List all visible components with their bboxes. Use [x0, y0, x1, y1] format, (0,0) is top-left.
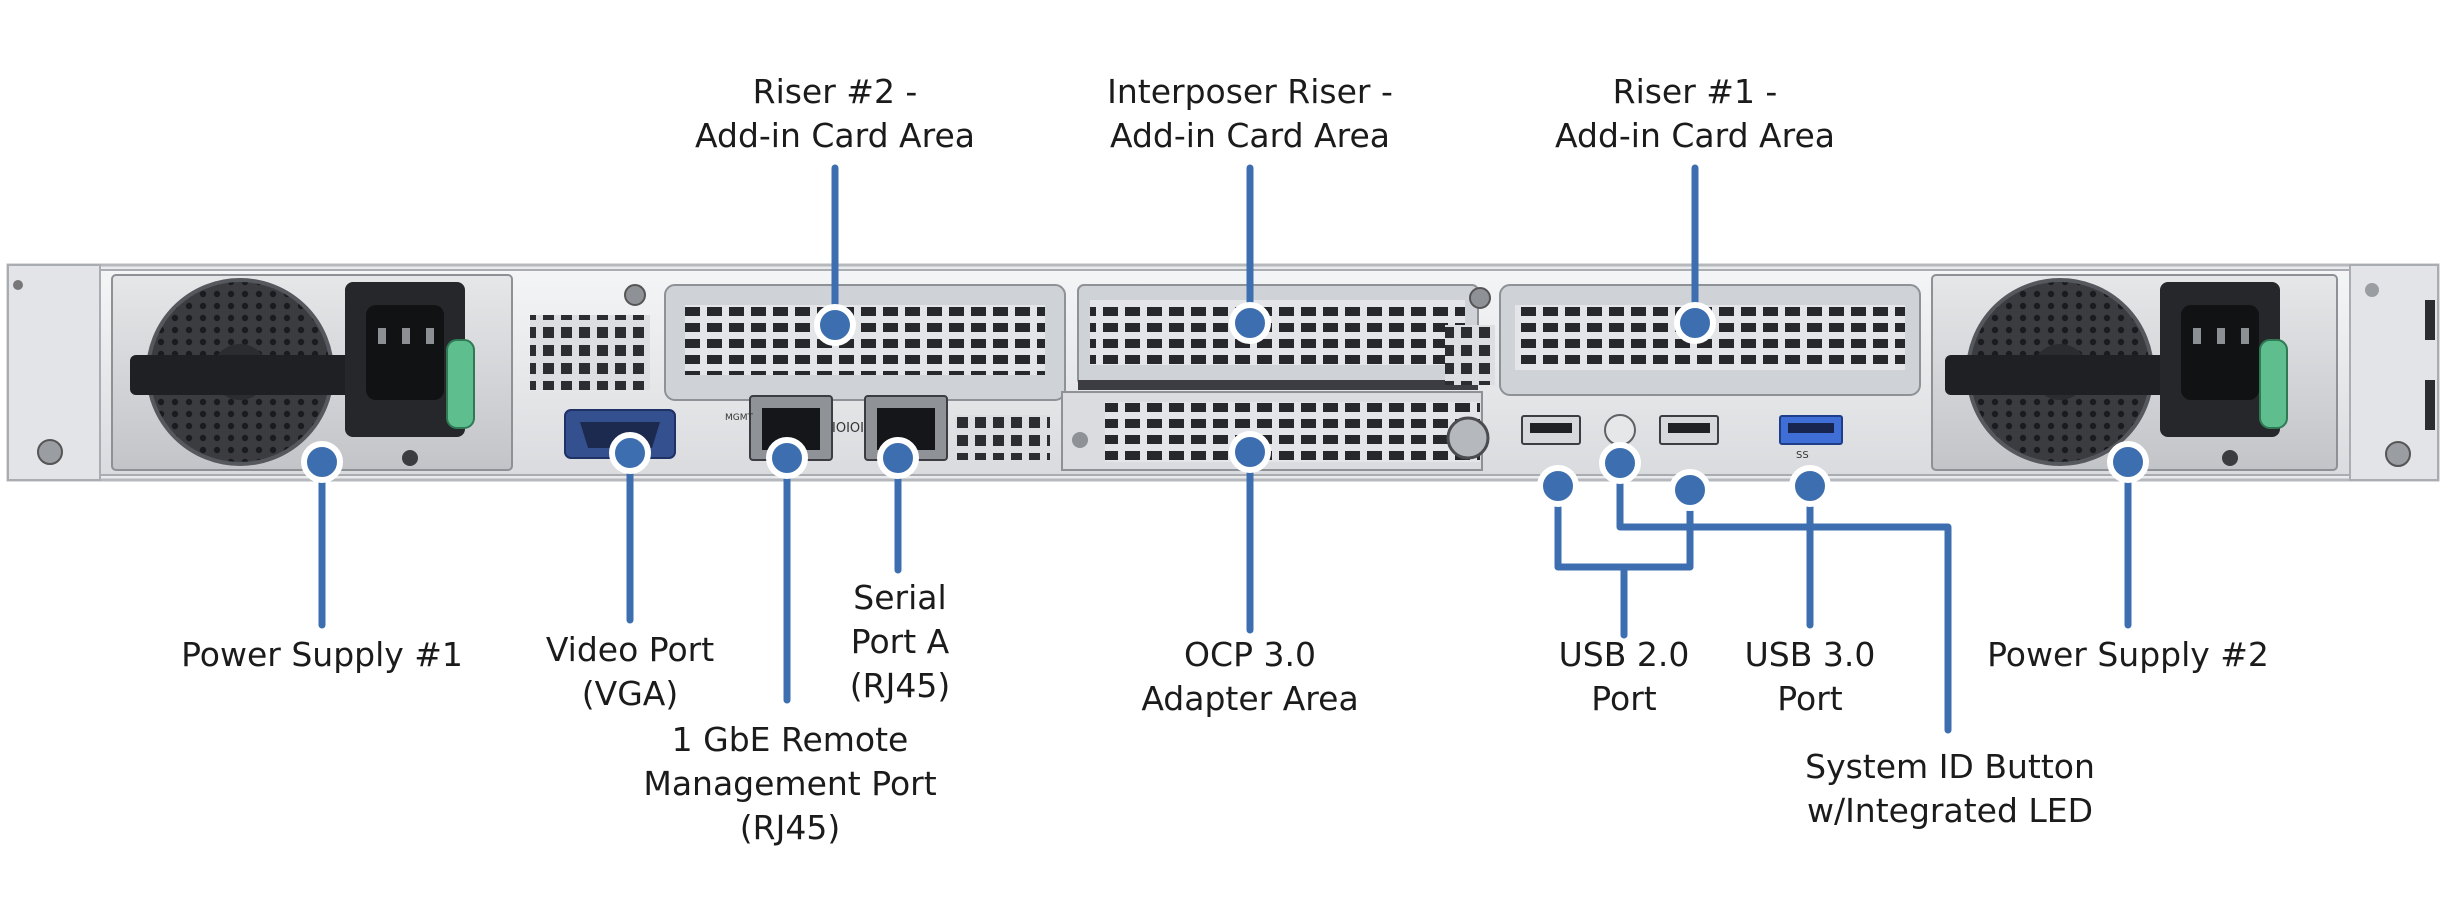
label-riser1: Riser #1 - Add-in Card Area: [1555, 70, 1835, 158]
label-usb2-line-1: USB 2.0: [1558, 635, 1690, 674]
callout-dot-ocp: [1229, 431, 1271, 473]
callout-lines: [318, 164, 2132, 734]
serial-glyph: IOIOI: [832, 421, 864, 436]
label-video-line-1: Video Port: [545, 630, 715, 669]
label-usb3: USB 3.0 Port: [1730, 633, 1890, 721]
label-riser1-line-1: Riser #1 -: [1612, 72, 1778, 111]
power-supply-2: [1931, 274, 2338, 471]
callout-dots: [301, 302, 2149, 511]
label-ocp: OCP 3.0 Adapter Area: [1110, 633, 1390, 721]
label-serial-line-3: (RJ45): [849, 666, 951, 705]
label-interposer-line-1: Interposer Riser -: [1107, 72, 1393, 111]
label-usb2-line-2: Port: [1591, 679, 1657, 718]
label-interposer-line-2: Add-in Card Area: [1109, 116, 1390, 155]
label-usb3-line-2: Port: [1777, 679, 1843, 718]
ear-screw-icon: [37, 439, 63, 465]
label-mgmt-line-1: 1 GbE Remote: [671, 720, 909, 759]
psu-release-latch: [446, 339, 475, 429]
label-sysid: System ID Button w/Integrated LED: [1800, 745, 2100, 833]
left-io-vents: [530, 284, 650, 390]
callout-dot-mgmt: [766, 437, 808, 479]
interposer-riser-slot: [1077, 284, 1479, 390]
label-ocp-line-2: Adapter Area: [1141, 679, 1359, 718]
io-vent: [955, 415, 1050, 460]
ocp-adapter-slot: [1061, 391, 1483, 471]
label-mgmt: 1 GbE Remote Management Port (RJ45): [630, 718, 950, 850]
psu-handle: [130, 355, 355, 395]
callout-dot-video: [609, 432, 651, 474]
ear-screw-icon: [2385, 441, 2411, 467]
usb2-port-right: [1659, 415, 1719, 445]
power-supply-1: [111, 274, 513, 471]
callout-dot-usb2-left: [1537, 465, 1579, 507]
captive-screw-icon: [1446, 416, 1490, 460]
label-riser1-line-2: Add-in Card Area: [1555, 116, 1836, 155]
callout-dot-usb2-right: [1669, 469, 1711, 511]
ear-screw-icon: [2365, 283, 2379, 297]
riser-1-slot: [1445, 284, 1921, 396]
mgmt-glyph: MGMT: [725, 413, 754, 423]
label-ocp-line-1: OCP 3.0: [1184, 635, 1316, 674]
label-riser2-line-2: Add-in Card Area: [695, 116, 976, 155]
label-psu1: Power Supply #1: [172, 633, 472, 677]
callout-line-sysid: [1616, 459, 1952, 734]
callout-dot-riser1: [1674, 302, 1716, 344]
callout-dot-psu2: [2107, 441, 2149, 483]
label-psu2-line-1: Power Supply #2: [1987, 635, 2269, 674]
system-id-button: [1604, 414, 1636, 446]
callout-dot-riser2: [814, 304, 856, 346]
psu-handle: [1945, 355, 2190, 395]
usb3-port: SS: [1779, 415, 1843, 461]
callout-dot-sysid: [1599, 442, 1641, 484]
label-serial-line-2: Port A: [850, 622, 950, 661]
label-usb2: USB 2.0 Port: [1534, 633, 1714, 721]
label-sysid-line-1: System ID Button: [1805, 747, 2095, 786]
label-interposer: Interposer Riser - Add-in Card Area: [1090, 70, 1410, 158]
label-mgmt-line-2: Management Port: [643, 764, 937, 803]
callout-dot-interposer: [1229, 302, 1271, 344]
label-video: Video Port (VGA): [530, 628, 730, 716]
label-sysid-line-2: w/Integrated LED: [1806, 791, 2094, 830]
mgmt-rj45-port: MGMT: [725, 395, 833, 461]
ear-screw-icon: [13, 280, 23, 290]
usb3-glyph: SS: [1796, 450, 1809, 461]
label-psu1-line-1: Power Supply #1: [181, 635, 463, 674]
label-riser2-line-1: Riser #2 -: [752, 72, 918, 111]
callout-dot-serial: [877, 437, 919, 479]
label-psu2: Power Supply #2: [1978, 633, 2278, 677]
callout-dot-usb3: [1789, 465, 1831, 507]
label-serial: Serial Port A (RJ45): [830, 576, 970, 708]
label-video-line-2: (VGA): [581, 674, 679, 713]
label-serial-line-1: Serial: [853, 578, 947, 617]
callout-dot-psu1: [301, 441, 343, 483]
label-mgmt-line-3: (RJ45): [739, 808, 841, 847]
riser-2-slot: [664, 284, 1066, 401]
usb2-port-left: [1521, 415, 1581, 445]
psu-release-latch: [2259, 339, 2288, 429]
label-riser2: Riser #2 - Add-in Card Area: [695, 70, 975, 158]
label-usb3-line-1: USB 3.0: [1744, 635, 1876, 674]
